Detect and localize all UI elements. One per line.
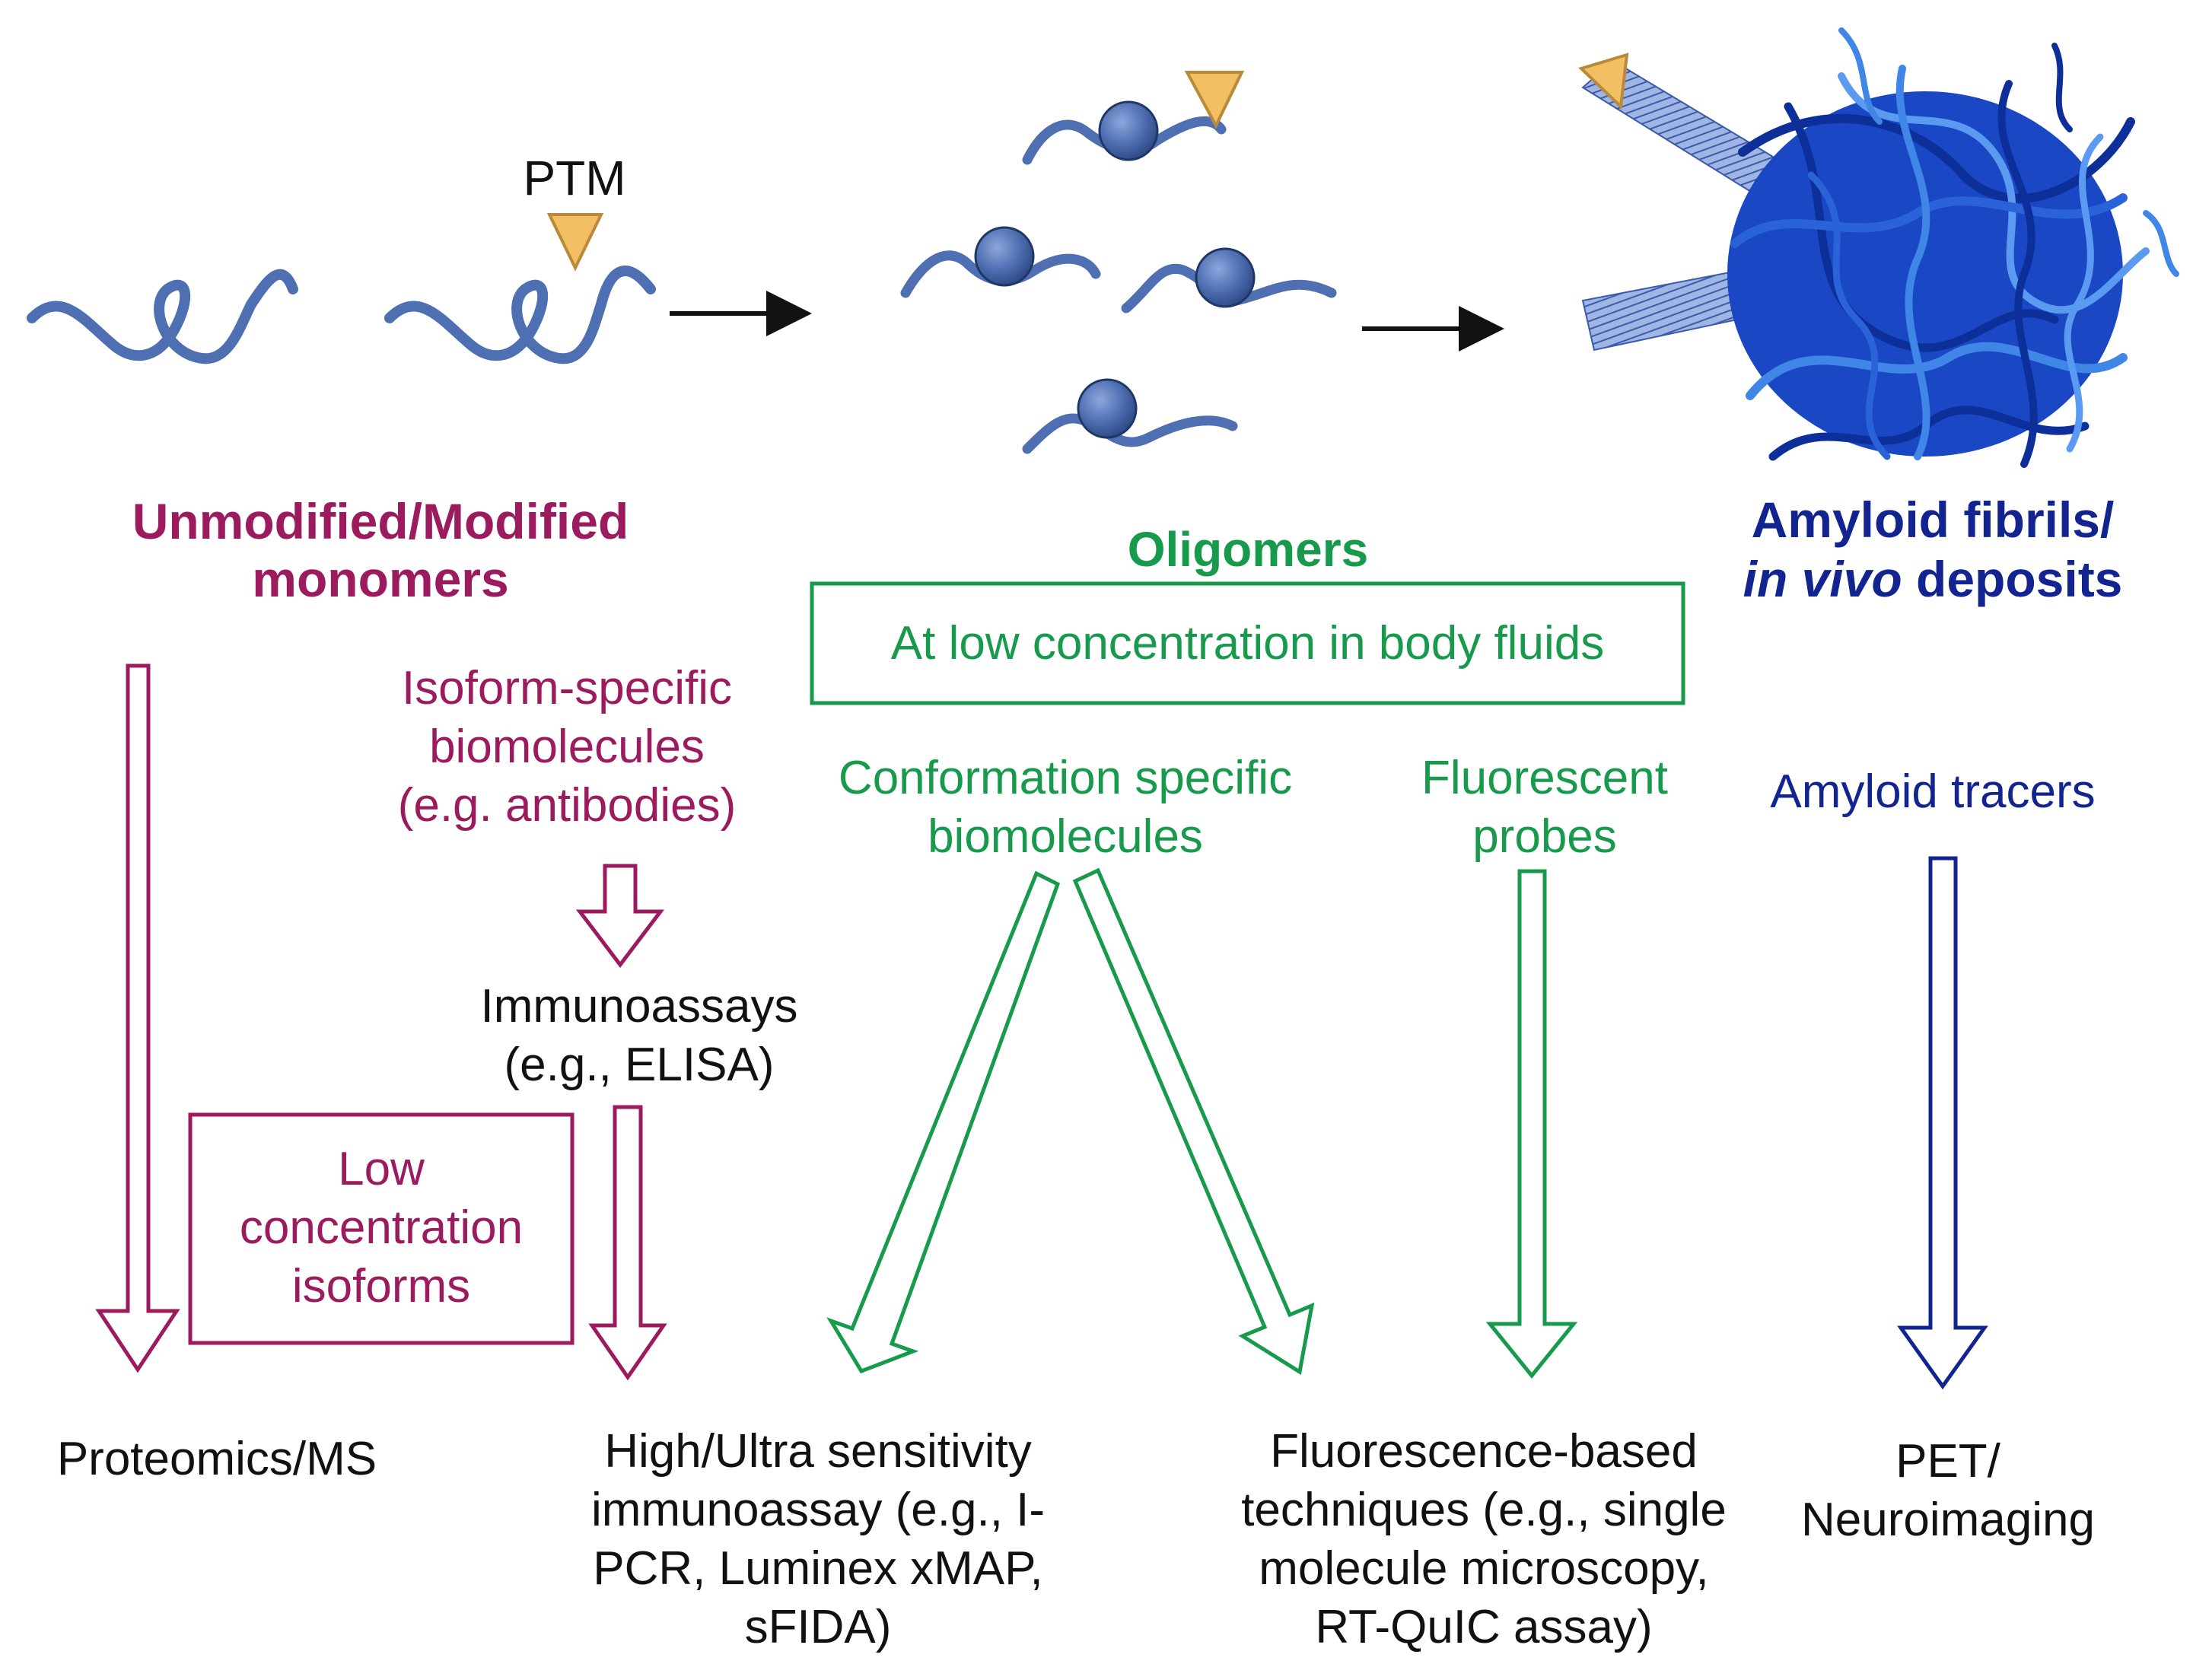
immunoassays-line2: (e.g., ELISA) — [504, 1039, 775, 1091]
pet-line2: Neuroimaging — [1801, 1494, 2095, 1546]
ptm-triangle-icon — [1184, 71, 1245, 129]
arrow-immunoassays-to-high-sensitivity — [588, 1105, 667, 1381]
fibrils-title-rest: deposits — [1902, 551, 2123, 607]
oligomer-icon — [900, 226, 1101, 298]
high-sensitivity-line3: PCR, Luminex xMAP, — [593, 1542, 1043, 1595]
isoform-line3: (e.g. antibodies) — [397, 779, 737, 832]
ptm-triangle-icon — [546, 213, 604, 272]
fluorescence-techniques-line4: RT-QuIC assay) — [1315, 1601, 1653, 1653]
arrow-probes-to-fluorescence — [1485, 869, 1578, 1379]
low-conc-isoforms-line1: Low — [338, 1143, 425, 1195]
monomers-title-line2: monomers — [252, 551, 509, 607]
fluorescence-techniques-line2: techniques (e.g., single — [1241, 1484, 1727, 1536]
conformation-line2: biomolecules — [928, 810, 1203, 863]
arrow-tracers-to-pet — [1897, 856, 1988, 1390]
fluorescent-probes-line1: Fluorescent — [1421, 752, 1668, 804]
oligomer-icon — [1022, 378, 1238, 454]
low-conc-isoforms-box — [188, 1112, 575, 1345]
low-conc-isoforms-line2: concentration — [239, 1201, 524, 1254]
oligomer-icon — [1022, 100, 1227, 165]
oligomers-title: Oligomers — [1127, 522, 1369, 577]
modified-monomer-icon — [384, 266, 656, 364]
ptm-triangle-icon — [1578, 52, 1629, 110]
high-sensitivity-line2: immunoassay (e.g., I- — [590, 1484, 1046, 1536]
high-sensitivity-line4: sFIDA) — [744, 1601, 892, 1653]
fluorescent-probes-line2: probes — [1472, 810, 1617, 863]
deposit-tangle-icon — [1727, 27, 2179, 468]
fluorescence-techniques-line1: Fluorescence-based — [1270, 1425, 1698, 1478]
pet-line1: PET/ — [1895, 1435, 2000, 1488]
arrow-conformation-to-fluorescence — [1072, 867, 1315, 1376]
arrow-conformation-to-high-sensitivity — [826, 870, 1061, 1374]
arrow-monomers-to-proteomics — [95, 663, 180, 1373]
arrow-isoform-to-immunoassays — [575, 864, 665, 969]
fibrils-title-italic: in vivo — [1743, 551, 1902, 607]
fibrils-title-line2: in vivo deposits — [1704, 554, 2161, 604]
ptm-label: PTM — [523, 151, 626, 205]
high-sensitivity-line1: High/Ultra sensitivity — [604, 1425, 1032, 1478]
oligomer-icon — [1121, 247, 1337, 313]
low-conc-body-fluids-box — [810, 581, 1685, 705]
fibrils-title-line1: Amyloid fibrils/ — [1751, 492, 2115, 548]
low-conc-isoforms-line3: isoforms — [291, 1260, 471, 1312]
low-conc-body-fluids-text: At low concentration in body fluids — [890, 617, 1605, 670]
proteomics-label: Proteomics/MS — [56, 1433, 377, 1485]
immunoassays-line1: Immunoassays — [480, 980, 798, 1032]
fluorescence-techniques-line3: molecule microscopy, — [1259, 1542, 1709, 1595]
isoform-line1: Isoform-specific — [401, 662, 733, 714]
monomers-title-line1: Unmodified/Modified — [132, 493, 629, 549]
conformation-line1: Conformation specific — [838, 752, 1293, 804]
isoform-line2: biomolecules — [429, 721, 705, 773]
unmodified-monomer-icon — [27, 269, 298, 364]
amyloid-tracers-label: Amyloid tracers — [1770, 765, 2096, 818]
